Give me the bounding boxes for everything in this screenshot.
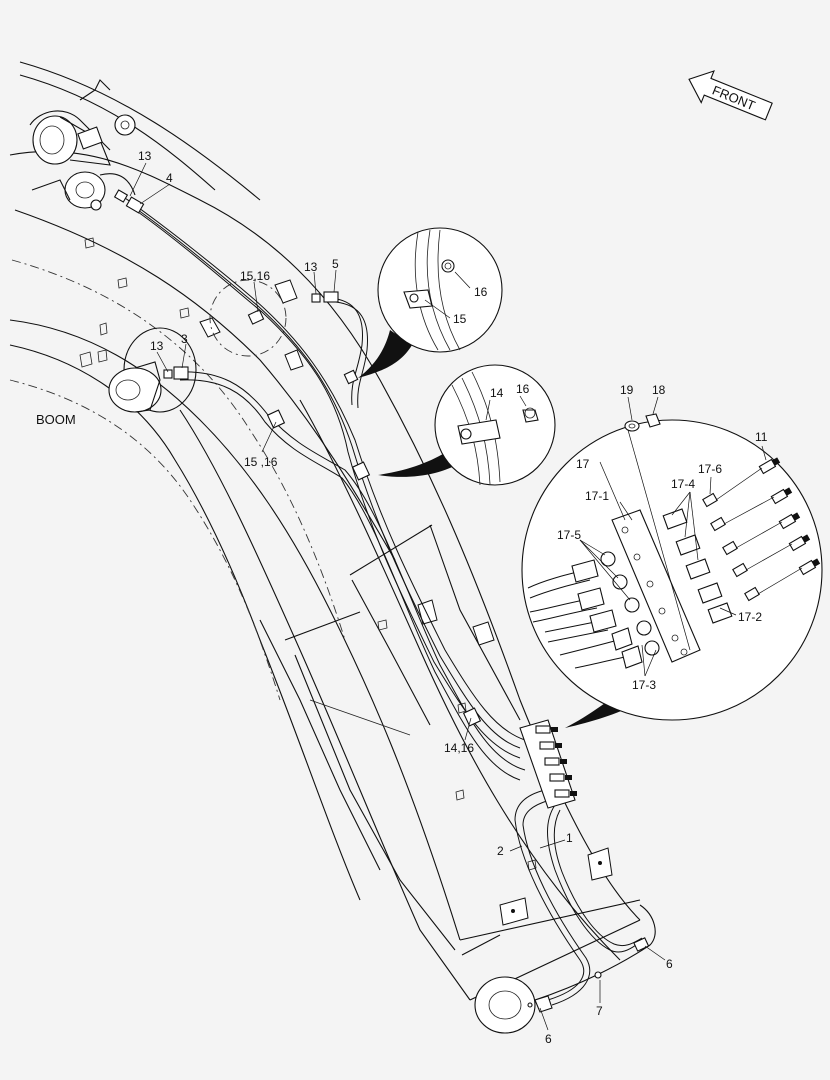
manifold-fittings bbox=[535, 725, 577, 798]
boom-label: BOOM bbox=[36, 412, 76, 427]
callout-18: 18 bbox=[652, 383, 666, 397]
callout-5: 5 bbox=[332, 257, 339, 271]
callout-2: 2 bbox=[497, 844, 504, 858]
callout-6-right: 6 bbox=[666, 957, 673, 971]
callout-14-detail-b: 14 bbox=[490, 386, 504, 400]
callout-17-3: 17-3 bbox=[632, 678, 656, 692]
leader-lines bbox=[129, 162, 666, 1031]
callout-6-bottom: 6 bbox=[545, 1032, 552, 1046]
callout-17-6: 17-6 bbox=[698, 462, 722, 476]
callout-17-2: 17-2 bbox=[738, 610, 762, 624]
callout-4: 4 bbox=[166, 171, 173, 185]
callout-15-detail-a: 15 bbox=[453, 312, 467, 326]
callout-15-16-low: 15 ,16 bbox=[244, 455, 278, 469]
callout-7: 7 bbox=[596, 1004, 603, 1018]
callout-19: 19 bbox=[620, 383, 634, 397]
callout-16-detail-a: 16 bbox=[474, 285, 488, 299]
callout-11: 11 bbox=[755, 430, 768, 444]
callout-17-1: 17-1 bbox=[585, 489, 609, 503]
callout-13-low: 13 bbox=[150, 339, 164, 353]
callout-15-16-top: 15,16 bbox=[240, 269, 270, 283]
callout-16-detail-b: 16 bbox=[516, 382, 530, 396]
callout-13-mid: 13 bbox=[304, 260, 318, 274]
boom-structure bbox=[9, 61, 656, 1034]
callout-17-5: 17-5 bbox=[557, 528, 581, 542]
detail-clamp-15-16 bbox=[358, 227, 503, 378]
callout-14-16: 14,16 bbox=[444, 741, 474, 755]
adapters-17-4 bbox=[662, 508, 733, 624]
fittings bbox=[113, 189, 650, 1013]
callouts: 13 4 13 5 15,16 13 3 15 ,16 16 15 14 16 … bbox=[138, 149, 768, 1046]
callout-3: 3 bbox=[181, 332, 188, 346]
detail-clamp-14-16 bbox=[378, 364, 556, 486]
fittings-11-17-6 bbox=[702, 445, 821, 602]
nuts-17-5 bbox=[600, 551, 660, 656]
callout-1: 1 bbox=[566, 831, 573, 845]
callout-17: 17 bbox=[576, 457, 590, 471]
callout-17-4: 17-4 bbox=[671, 477, 695, 491]
detail-manifold-17 bbox=[521, 419, 823, 728]
callout-13-top: 13 bbox=[138, 149, 152, 163]
plate-holes bbox=[621, 526, 688, 656]
parts-18-19 bbox=[624, 396, 661, 432]
hose-lines bbox=[124, 197, 643, 1006]
front-arrow: FRONT bbox=[688, 70, 773, 121]
